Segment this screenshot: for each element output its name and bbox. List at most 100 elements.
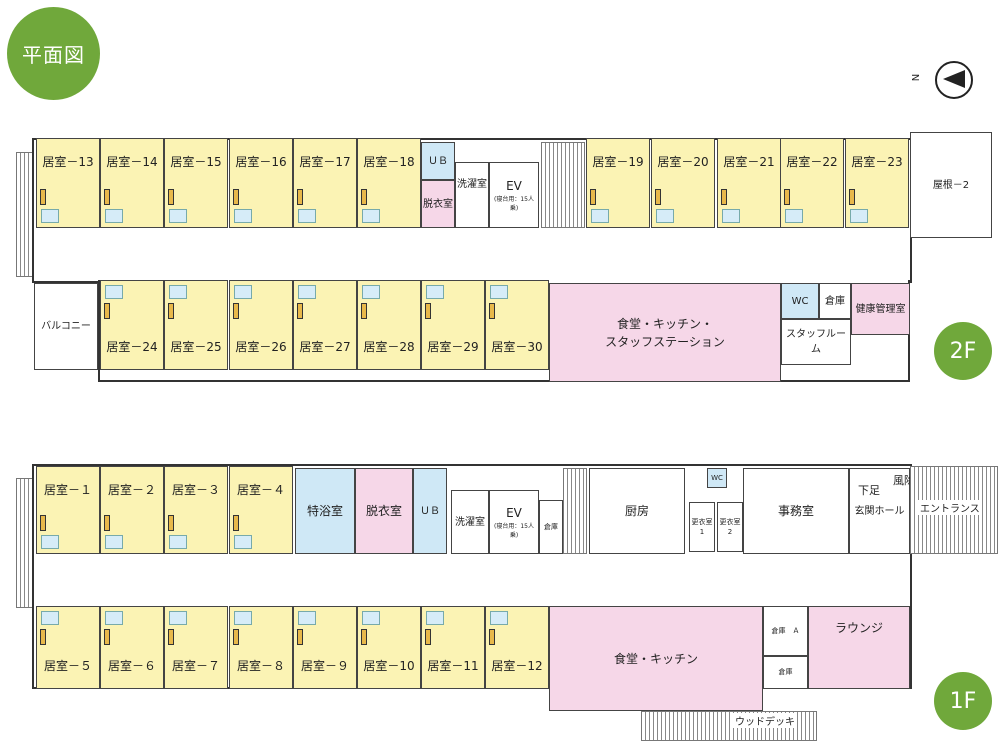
room-label: 居室－19	[592, 155, 644, 169]
room-label: 居室－１	[43, 483, 92, 497]
room-f2-north-10: 居室－22	[780, 138, 844, 228]
toilet-icon	[105, 209, 123, 223]
stair-2f-center	[541, 142, 585, 228]
toilet-icon	[169, 285, 187, 299]
datsui-2f-label: 脱衣室	[423, 198, 453, 210]
balcony-2f: バルコニー	[34, 283, 98, 370]
room-label: 居室－18	[363, 155, 415, 169]
room-f2-south-4: 居室－27	[293, 280, 357, 370]
room-f1-south-1: 居室－５	[36, 606, 100, 689]
kenko-2f: 健康管理室	[851, 283, 910, 335]
room-f1-south-5: 居室－９	[293, 606, 357, 689]
room-f2-south-7: 居室－30	[485, 280, 549, 370]
floor-badge-2f-label: 2F	[949, 338, 977, 364]
staff-room-2f: スタッフルーム	[781, 319, 851, 365]
datsui-1f: 脱衣室	[355, 468, 413, 554]
room-f2-south-1: 居室－24	[100, 280, 164, 370]
tokuyoku-1f-label: 特浴室	[306, 504, 343, 518]
page-title: 平面図	[22, 43, 85, 67]
door-icon	[40, 189, 46, 205]
door-icon	[168, 629, 174, 645]
toilet-icon	[234, 535, 252, 549]
fuuchou-label: 風除	[893, 474, 915, 487]
door-icon	[168, 515, 174, 531]
room-f1-south-6: 居室－10	[357, 606, 421, 689]
room-label: 居室－２	[107, 483, 156, 497]
door-icon	[721, 189, 727, 205]
yane-2: 屋根－2	[910, 132, 992, 238]
door-icon	[168, 303, 174, 319]
room-label: 居室－28	[363, 340, 415, 354]
room-f2-north-2: 居室－14	[100, 138, 164, 228]
souko-b-1f: 倉庫	[763, 656, 808, 689]
room-f2-south-5: 居室－28	[357, 280, 421, 370]
sentaku-1f: 洗濯室	[451, 490, 489, 554]
dining-1f-label: 食堂・キッチン	[613, 651, 698, 666]
door-icon	[849, 189, 855, 205]
wc-1f-label: WC	[711, 473, 723, 482]
room-f1-north-2: 居室－２	[100, 466, 164, 554]
room-f2-north-6: 居室－18	[357, 138, 421, 228]
souko-1f-ev: 倉庫	[539, 500, 563, 554]
door-icon	[40, 515, 46, 531]
datsui-2f: 脱衣室	[421, 180, 455, 228]
room-label: 居室－５	[43, 659, 92, 673]
souko-a-1f: 倉庫 Ａ	[763, 606, 808, 656]
door-icon	[361, 303, 367, 319]
lounge-1f-label: ラウンジ	[834, 621, 883, 635]
shitaba-label: 下足	[858, 484, 880, 497]
ev-1f-note: (寝台用：15人乗)	[494, 523, 534, 539]
floor-badge-2f: 2F	[934, 322, 992, 380]
room-f2-north-9: 居室－21	[717, 138, 781, 228]
room-f2-north-8: 居室－20	[651, 138, 715, 228]
room-label: 居室－８	[236, 659, 285, 673]
toilet-icon	[169, 209, 187, 223]
room-label: 居室－７	[171, 659, 220, 673]
souko-a-1f-label: 倉庫 Ａ	[771, 626, 800, 635]
datsui-1f-label: 脱衣室	[365, 504, 402, 518]
room-label: 居室－25	[170, 340, 222, 354]
toilet-icon	[298, 285, 316, 299]
room-label: 居室－24	[106, 340, 158, 354]
souko-b-1f-label: 倉庫	[778, 668, 793, 677]
tokuyoku-1f: 特浴室	[295, 468, 355, 554]
room-label: 居室－６	[107, 659, 156, 673]
kouishitsu1-1f-label: 更衣室1	[691, 517, 713, 537]
toilet-icon	[785, 209, 803, 223]
entrance-label: エントランス	[918, 500, 982, 515]
room-f2-south-6: 居室－29	[421, 280, 485, 370]
room-label: 居室－３	[171, 483, 220, 497]
ub-1f: ＵＢ	[413, 468, 447, 554]
souko-2f-label: 倉庫	[825, 295, 845, 307]
toilet-icon	[362, 209, 380, 223]
toilet-icon	[105, 611, 123, 625]
kouishitsu2-1f-label: 更衣室2	[719, 517, 741, 537]
toilet-icon	[169, 611, 187, 625]
room-f1-south-2: 居室－６	[100, 606, 164, 689]
toilet-icon	[591, 209, 609, 223]
sentaku-2f-label: 洗濯室	[457, 179, 487, 190]
dining-kitchen-staff-2f: 食堂・キッチン・ スタッフステーション	[549, 283, 781, 382]
wc-1f: WC	[707, 468, 727, 488]
toilet-icon	[426, 285, 444, 299]
door-icon	[297, 303, 303, 319]
compass-icon	[935, 61, 973, 99]
room-f1-south-4: 居室－８	[229, 606, 293, 689]
toilet-icon	[656, 209, 674, 223]
toilet-icon	[169, 535, 187, 549]
sentaku-2f: 洗濯室	[455, 162, 489, 228]
toilet-icon	[362, 611, 380, 625]
lounge-1f: ラウンジ	[808, 606, 910, 689]
toilet-icon	[362, 285, 380, 299]
room-f2-north-5: 居室－17	[293, 138, 357, 228]
room-label: 居室－30	[491, 340, 543, 354]
door-icon	[104, 515, 110, 531]
room-label: 居室－20	[657, 155, 709, 169]
room-label: 居室－16	[235, 155, 287, 169]
ev-1f-label: EV	[506, 506, 522, 520]
toilet-icon	[41, 535, 59, 549]
door-icon	[297, 629, 303, 645]
room-f1-south-8: 居室－12	[485, 606, 549, 689]
toilet-icon	[41, 611, 59, 625]
